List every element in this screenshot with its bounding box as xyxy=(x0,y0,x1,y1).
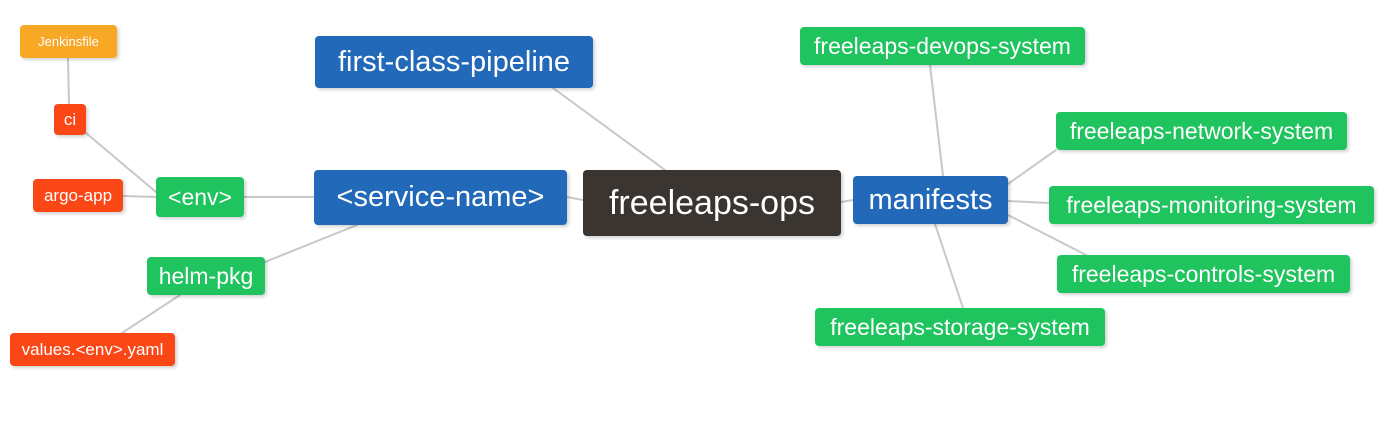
node-label-freeleaps-monitoring-system: freeleaps-monitoring-system xyxy=(1066,191,1357,218)
edge-jenkinsfile-to-ci xyxy=(67,57,70,105)
node-label-freeleaps-network-system: freeleaps-network-system xyxy=(1069,117,1334,144)
node-label-first-class-pipeline: first-class-pipeline xyxy=(337,45,571,78)
edge-values-env-yaml-to-helm-pkg xyxy=(121,294,181,334)
edge-first-class-pipeline-to-freeleaps-ops xyxy=(552,87,666,171)
node-label-ci: ci xyxy=(63,110,77,129)
node-label-values-env-yaml: values.<env>.yaml xyxy=(21,340,164,359)
node-label-env: <env> xyxy=(168,183,232,210)
node-label-freeleaps-controls-system: freeleaps-controls-system xyxy=(1071,260,1336,287)
edge-manifests-to-freeleaps-storage-system xyxy=(934,223,964,309)
mindmap-node-env[interactable]: <env> xyxy=(156,177,244,217)
node-label-service-name: <service-name> xyxy=(336,181,545,213)
node-label-manifests: manifests xyxy=(868,183,993,216)
edge-argo-app-to-env xyxy=(122,195,157,198)
edge-manifests-to-freeleaps-network-system xyxy=(1007,149,1057,185)
mindmap-node-freeleaps-devops-system[interactable]: freeleaps-devops-system xyxy=(800,27,1085,65)
edge-service-name-to-freeleaps-ops xyxy=(566,196,584,201)
edge-manifests-to-freeleaps-devops-system xyxy=(929,64,944,177)
mindmap-node-freeleaps-network-system[interactable]: freeleaps-network-system xyxy=(1056,112,1347,150)
node-label-freeleaps-devops-system: freeleaps-devops-system xyxy=(814,32,1071,59)
mindmap-node-freeleaps-storage-system[interactable]: freeleaps-storage-system xyxy=(815,308,1105,346)
node-label-helm-pkg: helm-pkg xyxy=(158,262,254,289)
edge-helm-pkg-to-service-name xyxy=(264,224,358,263)
mindmap-node-freeleaps-ops[interactable]: freeleaps-ops xyxy=(583,170,841,236)
mindmap-node-helm-pkg[interactable]: helm-pkg xyxy=(147,257,265,295)
mindmap-node-ci[interactable]: ci xyxy=(54,104,86,135)
mindmap-node-jenkinsfile[interactable]: Jenkinsfile xyxy=(20,25,117,58)
node-label-freeleaps-storage-system: freeleaps-storage-system xyxy=(830,313,1090,340)
node-label-jenkinsfile: Jenkinsfile xyxy=(38,34,99,49)
mindmap-node-manifests[interactable]: manifests xyxy=(853,176,1008,224)
mindmap-node-argo-app[interactable]: argo-app xyxy=(33,179,123,212)
edge-manifests-to-freeleaps-monitoring-system xyxy=(1007,200,1050,204)
edge-freeleaps-ops-to-manifests xyxy=(840,199,854,203)
node-label-freeleaps-ops: freeleaps-ops xyxy=(608,184,815,222)
mindmap-node-values-env-yaml[interactable]: values.<env>.yaml xyxy=(10,333,175,366)
mindmap-node-first-class-pipeline[interactable]: first-class-pipeline xyxy=(315,36,593,88)
mindmap-node-freeleaps-controls-system[interactable]: freeleaps-controls-system xyxy=(1057,255,1350,293)
mindmap-node-freeleaps-monitoring-system[interactable]: freeleaps-monitoring-system xyxy=(1049,186,1374,224)
node-label-argo-app: argo-app xyxy=(43,186,113,205)
mindmap-node-service-name[interactable]: <service-name> xyxy=(314,170,567,225)
